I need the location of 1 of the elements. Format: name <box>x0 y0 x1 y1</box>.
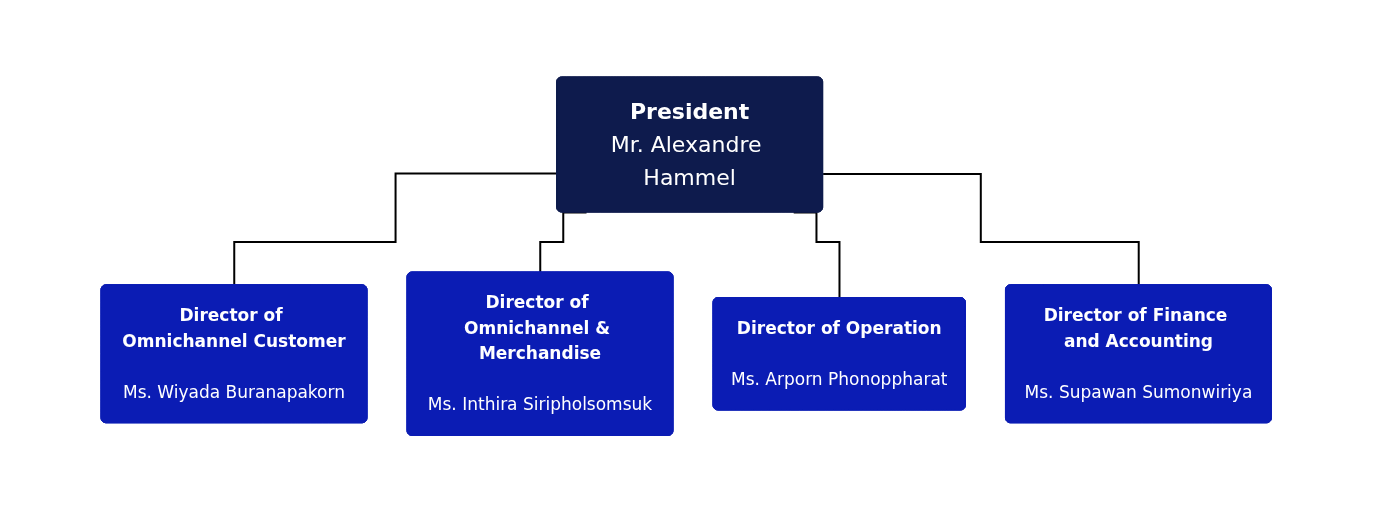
connector <box>822 173 1141 287</box>
